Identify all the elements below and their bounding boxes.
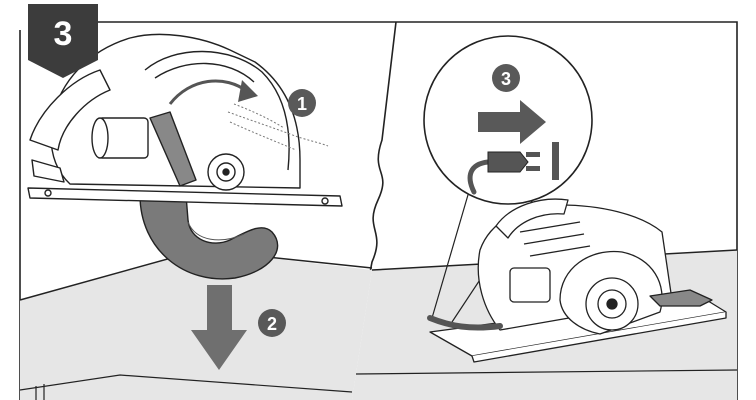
- callout-2-label: 2: [267, 314, 277, 334]
- callout-2: 2: [258, 309, 286, 337]
- callout-3-label: 3: [501, 69, 511, 89]
- callout-3: 3: [492, 64, 520, 92]
- callout-1-label: 1: [297, 94, 307, 114]
- callout-1: 1: [288, 89, 316, 117]
- step-number: 3: [54, 15, 73, 53]
